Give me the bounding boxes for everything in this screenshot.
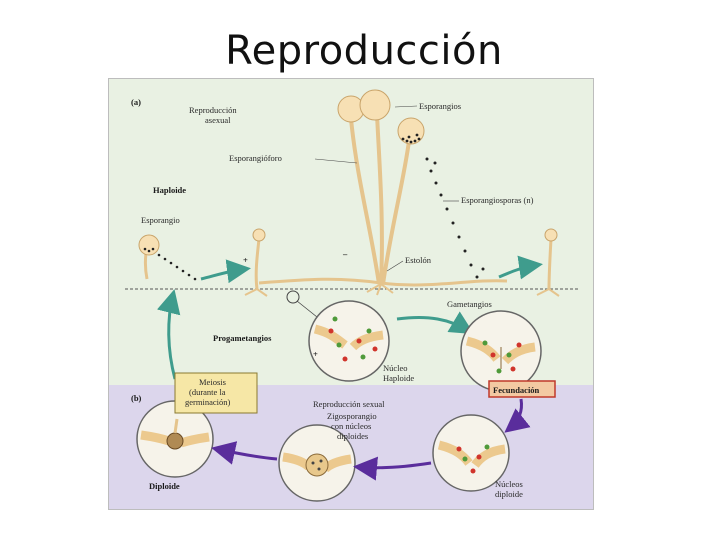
label-zigo-line2: con núcleos [331,421,371,431]
arrow-progametangios-to-gametangios [396,311,475,335]
label-fecundacion: Fecundación [493,385,540,395]
fecundacion-box [488,380,556,398]
arrow-to-diploide [211,441,278,465]
label-nucleos-line2: diploide [495,489,523,499]
arrow-to-zygosporangium [353,456,432,481]
plus-sign-detail: + [313,349,318,359]
label-haploide: Haploide [153,185,186,195]
label-esporangios: Esporangios [419,101,461,111]
label-sexual: Reproducción sexual [313,399,385,409]
sporangium-bursting [397,117,425,145]
minus-sign: – [342,249,348,259]
label-esporangio: Esporangio [141,215,180,225]
haploid-nuclei [328,316,378,362]
arrow-fecundacion [504,398,531,433]
zoom-origin [286,290,300,304]
germinating-sporangiophore [244,228,268,297]
progametangia-detail [308,300,390,382]
right-sporangiophore [536,228,560,297]
sporangium-center [359,89,391,121]
label-asexual-line2: asexual [205,115,231,125]
diploid-nuclei-detail [432,414,510,492]
arrow-meiosis-to-sporangium [156,289,181,380]
label-meiosis-line1: Meiosis [199,377,226,387]
stolon [258,277,508,287]
label-esporangioforo: Esporangióforo [229,153,282,163]
label-nucleo-line2: Haploide [383,373,414,383]
label-esporangiosporas: Esporangiosporas (n) [461,195,534,205]
panel-a-tag: (a) [131,97,141,107]
diploid-germination-detail [136,400,214,478]
gametangia-detail [460,310,542,392]
label-asexual-line1: Reproducción [189,105,237,115]
label-progametangios: Progametangios [213,333,272,343]
plus-sign: + [243,255,248,265]
haploid-sporangium-left [138,234,197,281]
label-diploide: Diploide [149,481,180,491]
label-zigo-line1: Zigosporangio [327,411,377,421]
life-cycle-diagram: (a) (b) [108,78,594,510]
label-estolon: Estolón [405,255,432,265]
meiosis-box [174,372,258,414]
released-spores [425,157,485,279]
label-gametangios: Gametangios [447,299,492,309]
arrow-to-germination [200,259,251,284]
panel-b-tag: (b) [131,393,142,403]
label-meiosis-line3: germinación) [185,397,230,407]
slide-title: Reproducción [225,28,503,74]
label-nucleos-line1: Núcleos [495,479,523,489]
label-zigo-line3: diploides [337,431,368,441]
label-meiosis-line2: (durante la [189,387,226,397]
label-nucleo-line1: Núcleo [383,363,408,373]
zygosporangium-detail [278,424,356,502]
sporangiophore-cluster [337,89,485,296]
arrow-to-right-sporangiophore [498,255,543,280]
